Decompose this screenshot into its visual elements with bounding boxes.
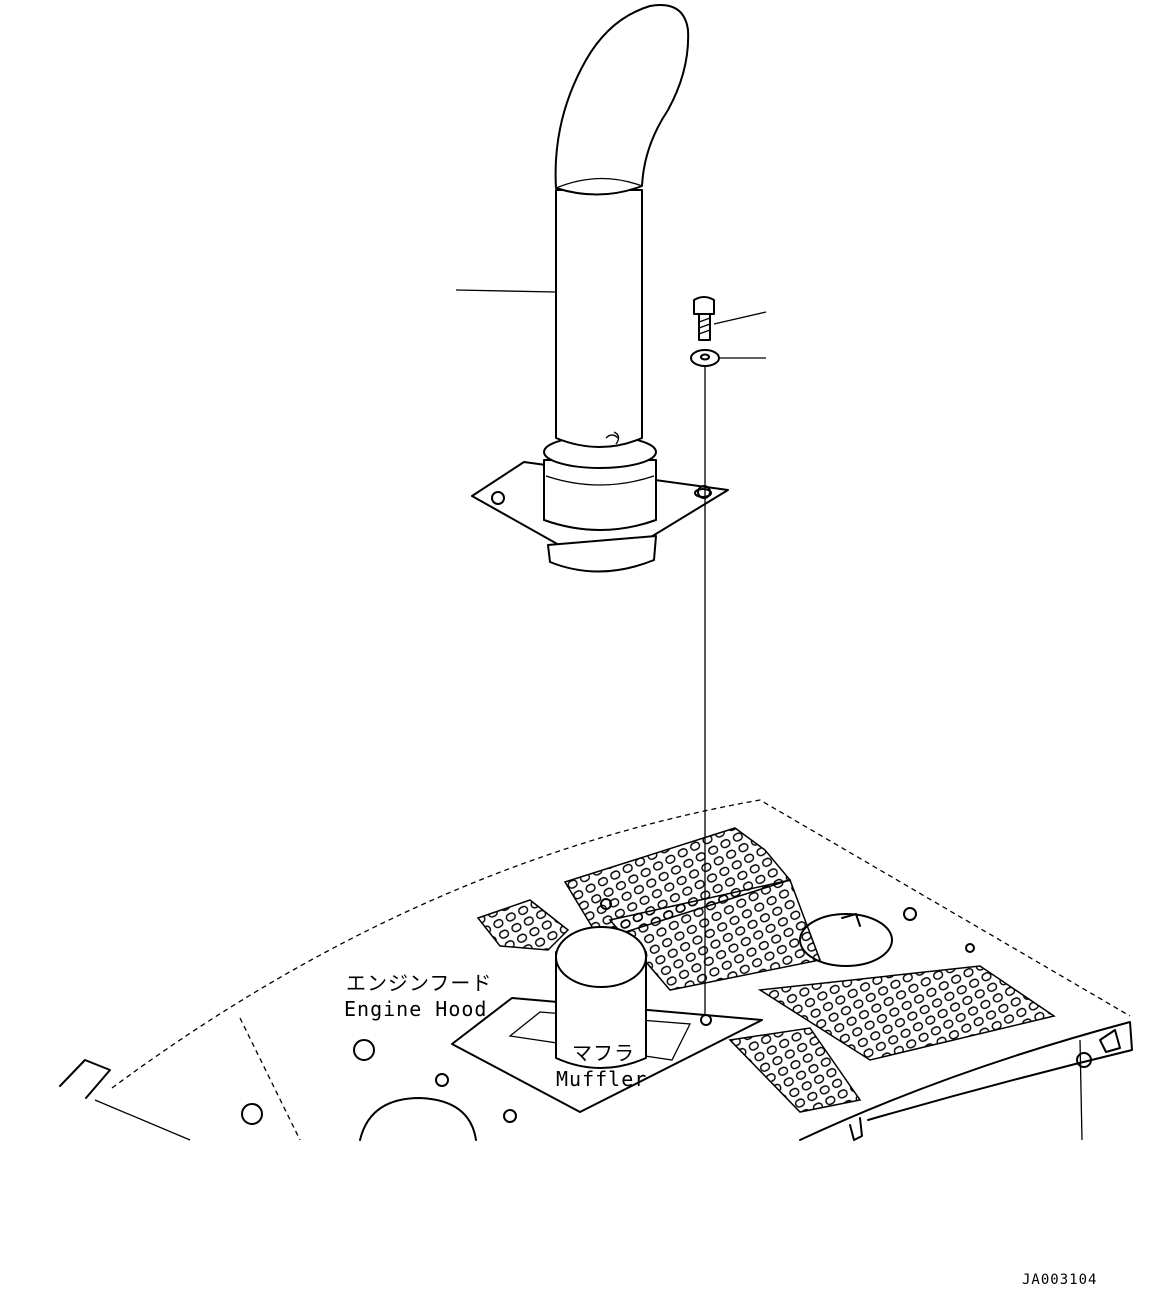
muffler-label-en: Muffler (556, 1067, 647, 1091)
engine-hood (59, 799, 1133, 1141)
drawing-code: JA003104 (1022, 1272, 1097, 1288)
bolt (693, 296, 715, 341)
muffler-label-jp: マフラ (572, 1041, 635, 1065)
engine-hood-label-jp: エンジンフード (346, 971, 492, 995)
tail-pipe (471, 4, 729, 573)
hood-mounting-hole (700, 1014, 712, 1026)
washer (690, 349, 720, 367)
muffler (451, 926, 763, 1113)
leader-line-bolt (713, 311, 767, 325)
engine-hood-label-en: Engine Hood (344, 997, 487, 1021)
leader-line-tail-pipe (455, 289, 557, 293)
hood-louver-grilles (476, 827, 1056, 1113)
